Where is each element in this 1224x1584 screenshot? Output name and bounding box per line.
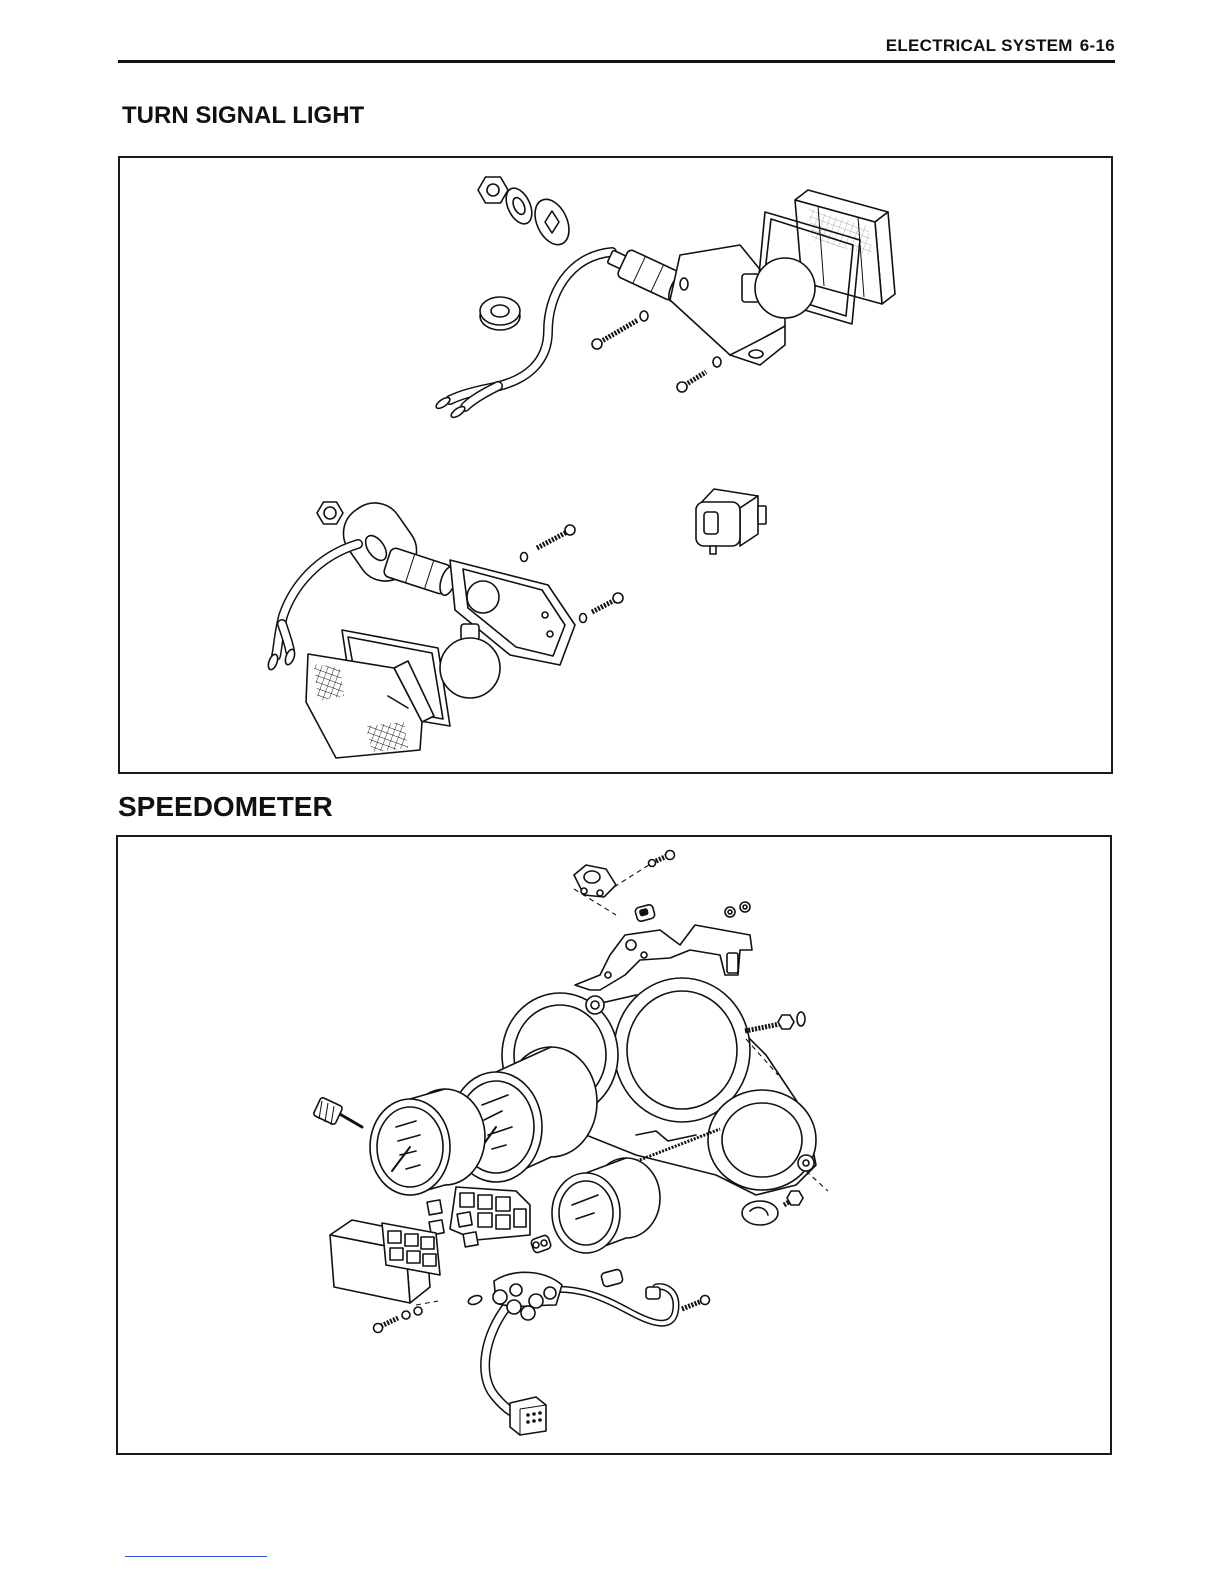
- fuel-gauge: [552, 1158, 660, 1253]
- bracket-nut: [725, 902, 750, 917]
- leader-line: [416, 1301, 438, 1305]
- bulb-socket: [383, 547, 460, 597]
- turn-signal-bulb: [467, 581, 499, 613]
- rubber-cushion: [634, 904, 655, 922]
- flange-nut: [317, 502, 343, 524]
- turn-signal-lens: [306, 654, 434, 758]
- trip-reset-knob: [313, 1097, 362, 1127]
- turn-signal-lead-wire: [276, 544, 358, 656]
- turn-signal-relay: [696, 489, 766, 554]
- bulb-socket: [530, 1234, 552, 1253]
- harness-screw: [682, 1296, 710, 1310]
- leader-line: [806, 1171, 828, 1191]
- bulb-socket: [601, 1269, 660, 1299]
- lens-screw: [677, 372, 706, 392]
- panel-screw: [374, 1307, 423, 1333]
- socket-screw: [649, 851, 675, 867]
- header-section-title: ELECTRICAL SYSTEM: [886, 36, 1073, 55]
- lens-pattern: [314, 664, 344, 701]
- lens-screw: [592, 593, 623, 612]
- grommet: [480, 297, 520, 330]
- lens-screw: [537, 525, 575, 548]
- leader-line: [614, 863, 652, 887]
- speedometer-exploded-diagram: [116, 835, 1112, 1455]
- running-header: ELECTRICAL SYSTEM 6-16: [886, 36, 1115, 56]
- tachometer-gauge: [370, 1089, 485, 1195]
- case-mounting-bolt: [745, 1012, 805, 1031]
- illumination-socket: [574, 865, 616, 897]
- wedge-bulb: [467, 1294, 483, 1306]
- header-page-number: 6-16: [1080, 36, 1115, 55]
- header-rule: [118, 60, 1115, 63]
- turn-signal-lead-wire: [450, 252, 612, 407]
- flange-nut: [478, 177, 508, 203]
- turn-signal-exploded-diagram: [118, 156, 1113, 774]
- case-bolt: [784, 1191, 803, 1205]
- meter-cap: [742, 1201, 778, 1225]
- harness-connector: [510, 1397, 546, 1435]
- link-underline: [125, 1556, 267, 1557]
- section-title-speedometer: SPEEDOMETER: [118, 791, 333, 823]
- lock-washer: [528, 194, 575, 250]
- section-title-turn-signal-light: TURN SIGNAL LIGHT: [122, 102, 364, 130]
- lens-pattern: [366, 722, 408, 752]
- lens-screw: [592, 320, 638, 349]
- indicator-panel-cover: [330, 1220, 440, 1303]
